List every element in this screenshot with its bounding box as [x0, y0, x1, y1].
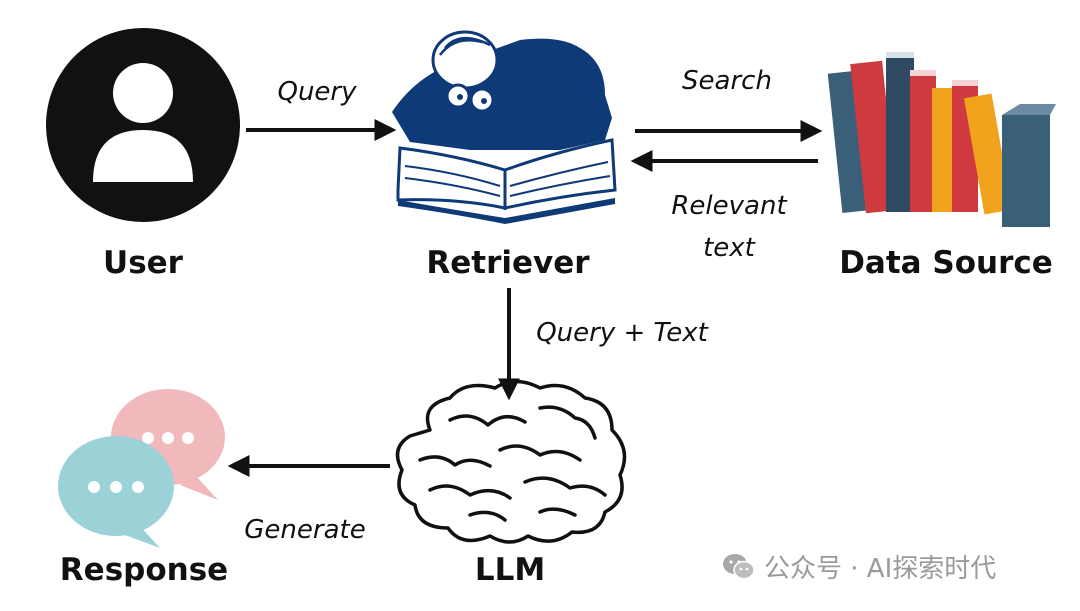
user-label: User	[103, 245, 183, 281]
user-icon	[46, 28, 240, 222]
query-text-edge-label: Query + Text	[536, 318, 708, 348]
response-label: Response	[59, 552, 229, 588]
relevant-text-edge-label: Relevant text	[650, 185, 808, 269]
books-stack-icon	[827, 52, 1056, 227]
data-source-label: Data Source	[839, 245, 1053, 281]
relevant-text-line2: text	[703, 233, 755, 263]
retriever-label: Retriever	[426, 245, 590, 281]
watermark: 公众号 · AI探索时代	[722, 548, 996, 585]
generate-edge-label: Generate	[244, 515, 366, 545]
wechat-icon	[723, 553, 755, 579]
search-edge-label: Search	[682, 66, 772, 96]
retriever-reading-book-icon	[392, 30, 617, 224]
query-edge-label: Query	[277, 77, 357, 107]
chat-bubbles-icon	[58, 389, 225, 548]
relevant-text-line1: Relevant	[671, 191, 787, 221]
llm-label: LLM	[474, 552, 546, 588]
brain-icon	[395, 379, 627, 544]
watermark-text: 公众号 · AI探索时代	[764, 554, 997, 584]
